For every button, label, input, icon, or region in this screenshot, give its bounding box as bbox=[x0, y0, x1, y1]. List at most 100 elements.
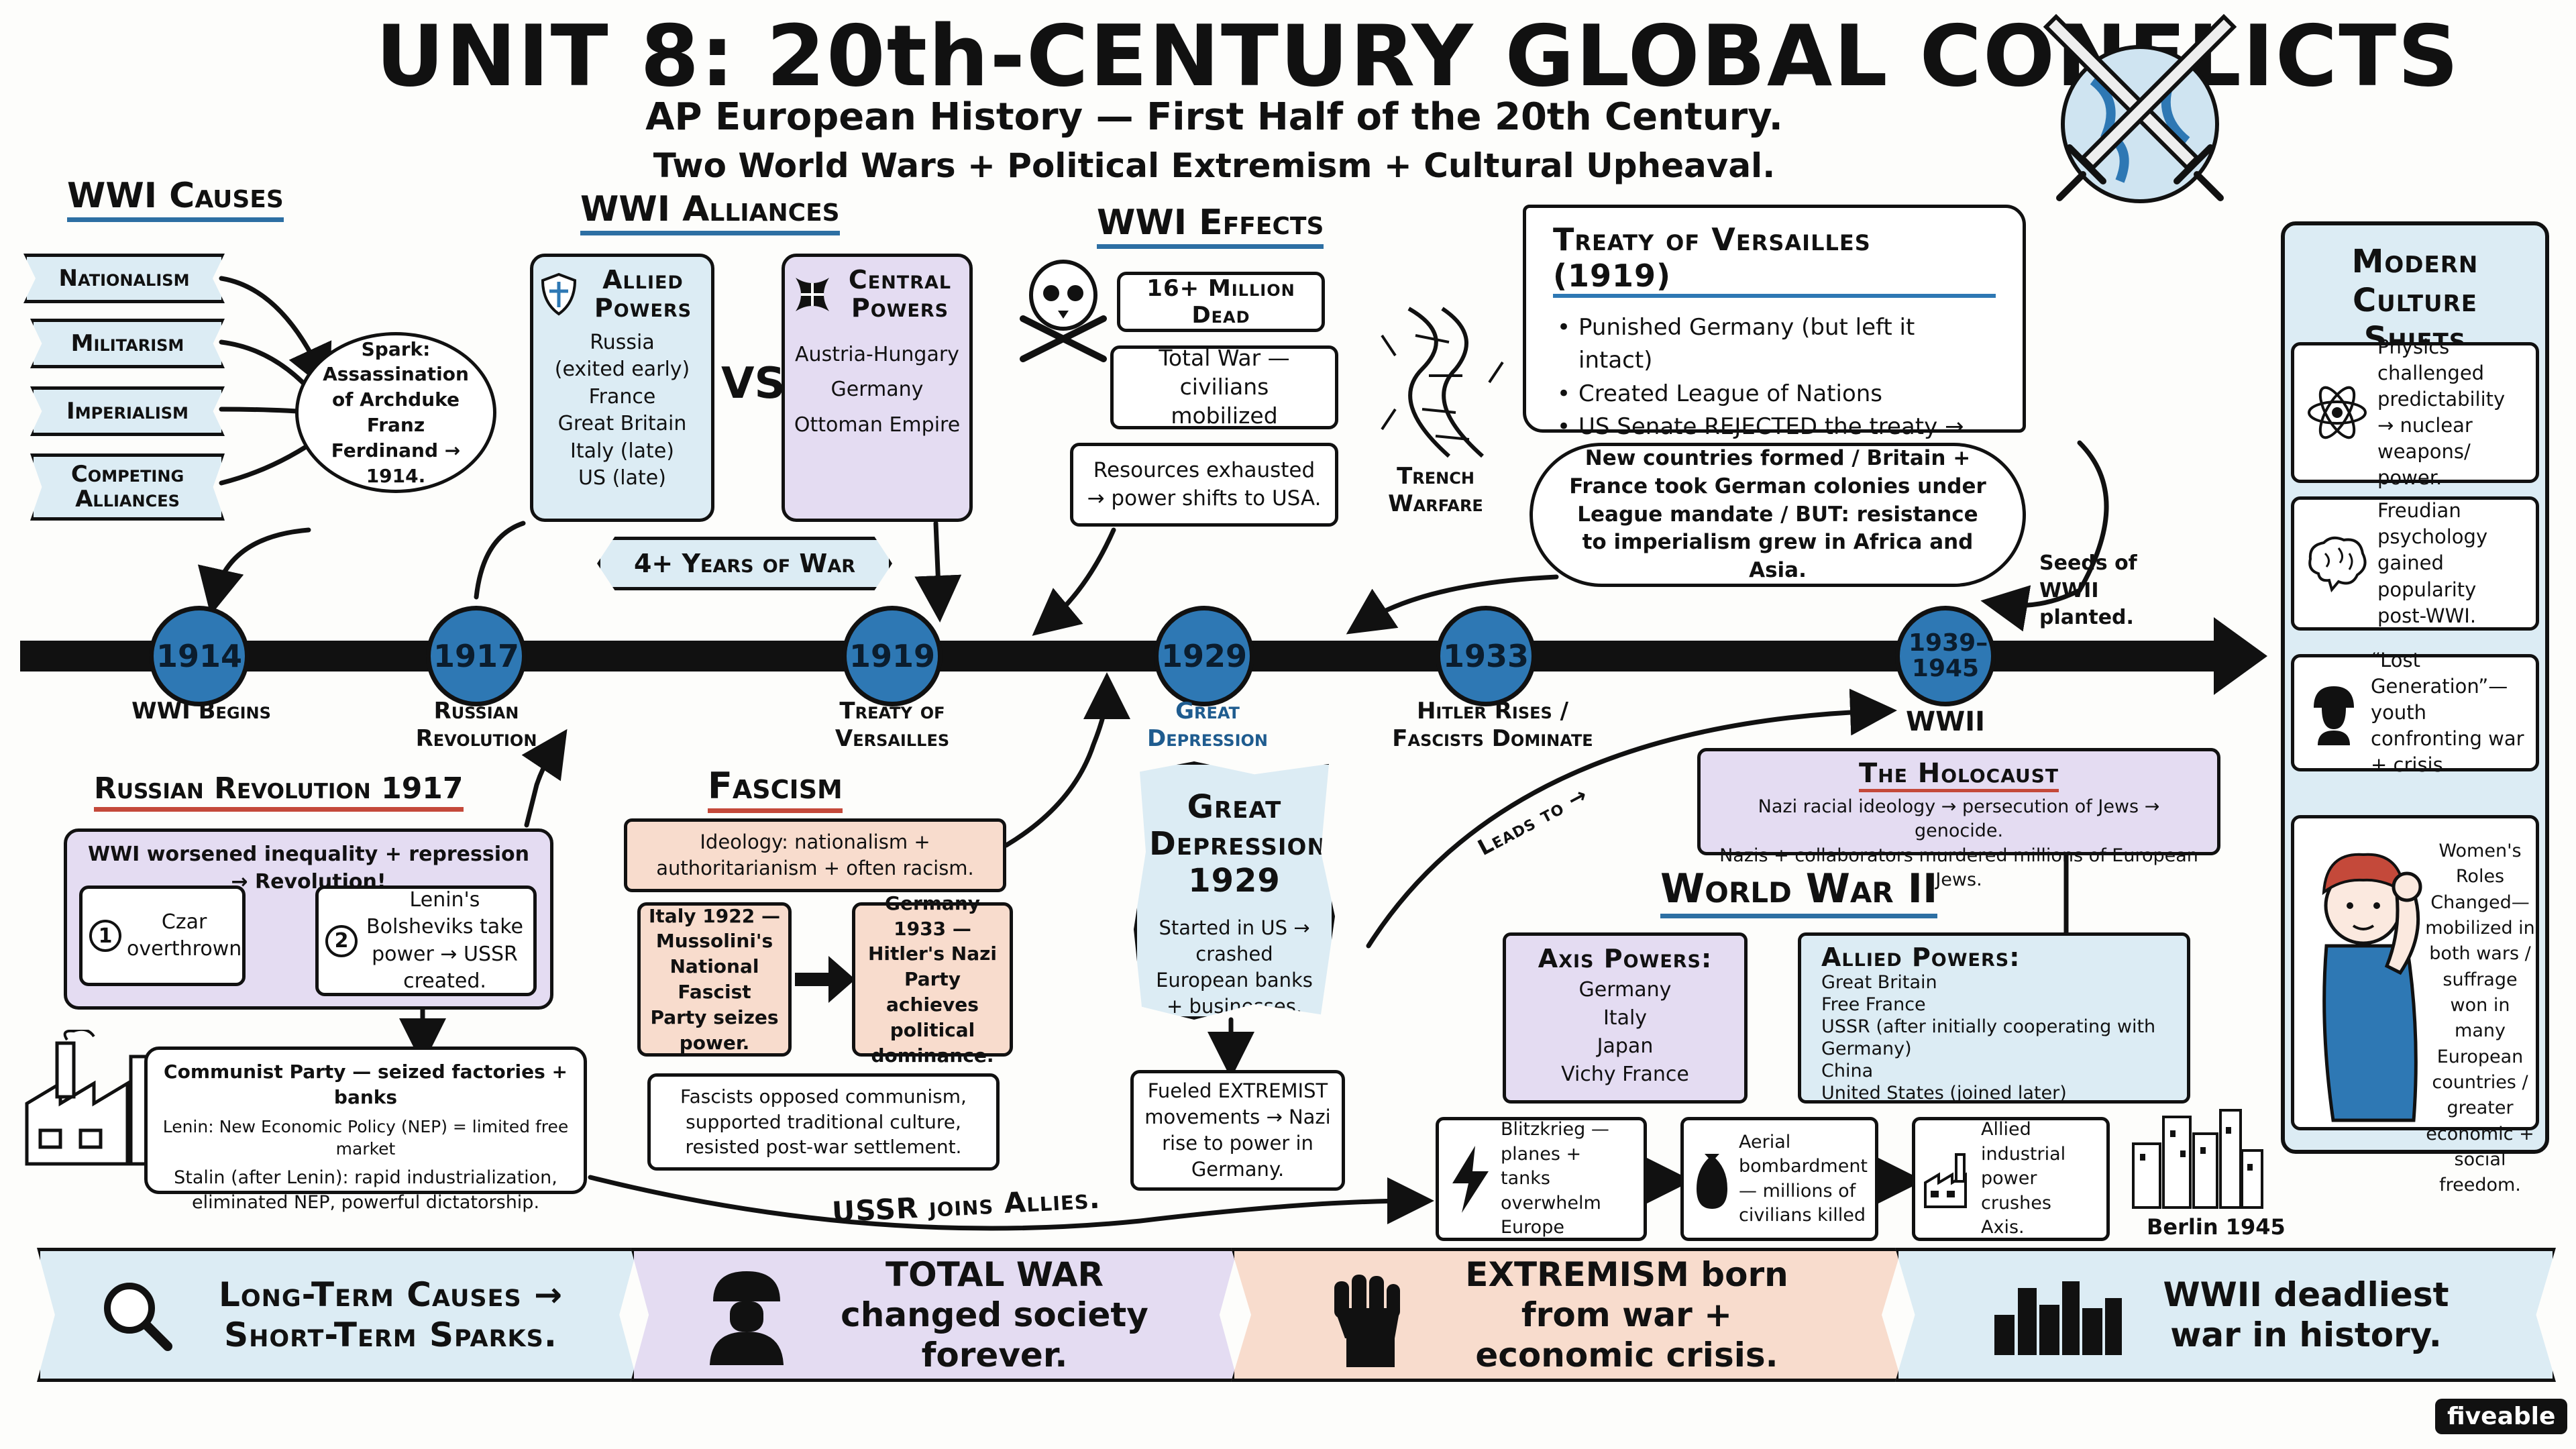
berlin-1945-label: Berlin 1945 bbox=[2147, 1214, 2286, 1240]
allied-powers-title: Allied Powers bbox=[594, 265, 692, 323]
allied-powers-wwii-box: Allied Powers: Great Britain Free France… bbox=[1798, 932, 2190, 1104]
step-1-number: 1 bbox=[89, 920, 121, 952]
versailles-bullet: Punished Germany (but left it intact) bbox=[1553, 311, 1996, 378]
allied-member: US (late) bbox=[578, 466, 666, 490]
culture-item-womens-roles: Women's Roles Changed— mobilized in both… bbox=[2291, 815, 2539, 1195]
subtitle-2: Two World Wars + Political Extremism + C… bbox=[653, 146, 1776, 185]
allied-powers-box: Allied Powers Russia (exited early) Fran… bbox=[530, 254, 714, 522]
effect-total-war-text: Total War — civilians mobilized bbox=[1159, 345, 1290, 429]
brain-icon bbox=[2304, 530, 2371, 597]
versailles-bullet: Created League of Nations bbox=[1553, 378, 1996, 411]
trench-warfare-label: Trench Warfare bbox=[1388, 463, 1483, 517]
timeline-label-1917: Russian Revolution bbox=[415, 698, 537, 752]
ruined-city-icon bbox=[2132, 1109, 2263, 1209]
holocaust-title: The Holocaust bbox=[1858, 758, 2059, 792]
versailles-cloud-text: New countries formed / Britain + France … bbox=[1569, 445, 1986, 583]
seeds-of-wwii-label: Seeds of WWII planted. bbox=[2039, 551, 2137, 629]
allied-member: Great Britain bbox=[557, 412, 687, 436]
fascism-germany-box: Germany 1933 — Hitler's Nazi Party achie… bbox=[852, 892, 1013, 1067]
fascism-title: Fascism bbox=[708, 765, 843, 813]
date-text: 1933 bbox=[1442, 637, 1529, 674]
banner-causes: Long-Term Causes → Short-Term Sparks. bbox=[37, 1248, 637, 1382]
years-of-war-tag: 4+ Years of War bbox=[597, 537, 892, 590]
fueled-extremism-box: Fueled EXTREMIST movements → Nazi rise t… bbox=[1130, 1070, 1345, 1191]
fascism-italy-box: Italy 1922 — Mussolini's National Fascis… bbox=[637, 902, 792, 1057]
ruined-skyline-icon bbox=[1991, 1271, 2125, 1358]
arrow-ussr-joins-allies bbox=[588, 1175, 1434, 1231]
stalin-text: Stalin (after Lenin): rapid industrializ… bbox=[174, 1167, 557, 1213]
versailles-scroll: Treaty of Versailles (1919) Punished Ger… bbox=[1523, 205, 2026, 473]
banner-total-war-text: TOTAL WAR changed society forever. bbox=[841, 1255, 1148, 1375]
step-2-number: 2 bbox=[325, 924, 358, 957]
banner-wwii-deadliest: WWII deadliest war in history. bbox=[1895, 1248, 2556, 1382]
industrial-power-box: Allied industrial power crushes Axis. bbox=[1912, 1117, 2110, 1241]
spark-text: Spark: Assassination of Archduke Franz F… bbox=[323, 337, 469, 487]
banner-total-war: TOTAL WAR changed society forever. bbox=[631, 1248, 1238, 1382]
arrow-cloud-to-1929 bbox=[1346, 574, 1559, 635]
arrow-leads-to-wwii bbox=[1366, 688, 1897, 949]
timeline-label-1933: Hitler Rises / Fascists Dominate bbox=[1392, 698, 1593, 752]
timeline-label-1914: WWI Begins bbox=[131, 698, 271, 724]
fascism-germany-text: Germany 1933 — Hitler's Nazi Party achie… bbox=[867, 892, 998, 1067]
timeline-date-1939-1945: 1939–1945 bbox=[1895, 606, 1996, 706]
fascism-opposed-text: Fascists opposed communism, supported tr… bbox=[680, 1085, 967, 1159]
wwi-effects-title: WWI Effects bbox=[1097, 203, 1324, 249]
subtitle-1: AP European History — First Half of the … bbox=[645, 95, 1783, 139]
bomb-icon bbox=[1690, 1146, 1733, 1213]
axis-member: Italy bbox=[1603, 1006, 1648, 1030]
arrow-alliances-to-1917 bbox=[474, 521, 526, 600]
lightning-icon bbox=[1447, 1142, 1494, 1216]
allied-powers-wwii-title: Allied Powers: bbox=[1821, 943, 2021, 972]
axis-member: Germany bbox=[1578, 978, 1672, 1002]
arrow-russian-to-1917 bbox=[521, 729, 568, 828]
magnifier-icon bbox=[96, 1275, 176, 1355]
fascism-ideology-box: Ideology: nationalism + authoritarianism… bbox=[624, 818, 1006, 892]
wwi-alliances-title: WWI Alliances bbox=[580, 189, 840, 235]
axis-member: Japan bbox=[1597, 1034, 1654, 1058]
fascism-opposed-box: Fascists opposed communism, supported tr… bbox=[647, 1073, 1000, 1171]
date-text: 1919 bbox=[849, 637, 936, 674]
timeline-label-1919: Treaty of Versailles bbox=[835, 698, 950, 752]
step-2-text: Lenin's Bolsheviks take power → USSR cre… bbox=[366, 888, 523, 994]
central-member: Ottoman Empire bbox=[794, 413, 961, 437]
arrow-italy-to-germany bbox=[795, 956, 855, 1003]
skull-crossbones-icon bbox=[1020, 260, 1107, 362]
axis-member: Vichy France bbox=[1561, 1063, 1689, 1086]
central-member: Austria-Hungary bbox=[795, 342, 959, 366]
timeline-date-1933: 1933 bbox=[1436, 606, 1536, 706]
revolution-step-1: 1 Czar overthrown bbox=[79, 885, 246, 986]
factory-small-icon bbox=[1922, 1146, 1976, 1213]
allied-member: Italy (late) bbox=[570, 439, 674, 463]
communist-party-text: Communist Party — seized factories + ban… bbox=[164, 1061, 568, 1108]
timeline-label-wwii: WWII bbox=[1905, 706, 1985, 737]
russian-revolution-title: Russian Revolution 1917 bbox=[94, 771, 464, 812]
blitzkrieg-box: Blitzkrieg — planes + tanks overwhelm Eu… bbox=[1436, 1117, 1647, 1241]
shield-icon bbox=[540, 271, 578, 318]
aerial-bombardment-box: Aerial bombardment — millions of civilia… bbox=[1680, 1117, 1878, 1241]
cause-imperialism: Imperialism bbox=[30, 386, 225, 436]
axis-powers-box: Axis Powers: Germany Italy Japan Vichy F… bbox=[1503, 932, 1748, 1104]
culture-freud-text: Freudian psychology gained popularity po… bbox=[2377, 499, 2488, 627]
spark-bubble: Spark: Assassination of Archduke Franz F… bbox=[295, 332, 496, 493]
great-depression-burst: Great Depression 1929 Started in US → cr… bbox=[1134, 761, 1335, 1020]
arrow-fascism-to-1929 bbox=[1004, 672, 1130, 848]
culture-physics-text: Physics challenged predictability → nucl… bbox=[2377, 335, 2506, 490]
wwi-causes-title: WWI Causes bbox=[67, 176, 284, 222]
effect-resources-text: Resources exhausted → power shifts to US… bbox=[1087, 458, 1322, 511]
industrial-power-text: Allied industrial power crushes Axis. bbox=[1981, 1119, 2066, 1238]
timeline-date-1914: 1914 bbox=[149, 606, 250, 706]
allied-wwii-member: Great Britain bbox=[1821, 972, 1937, 993]
soldier-icon bbox=[700, 1265, 794, 1365]
cause-militarism: Militarism bbox=[30, 319, 225, 368]
date-text: 1914 bbox=[156, 637, 243, 674]
fascism-ideology-text: Ideology: nationalism + authoritarianism… bbox=[656, 830, 974, 879]
date-text: 1917 bbox=[433, 637, 520, 674]
date-text: 1929 bbox=[1161, 637, 1248, 674]
timeline-bar bbox=[20, 641, 2234, 672]
rosie-riveter-icon bbox=[2322, 853, 2422, 1122]
allied-member: (exited early) bbox=[554, 358, 690, 382]
arrow-cause-1 bbox=[219, 276, 332, 393]
culture-womens-roles-text: Women's Roles Changed— mobilized in both… bbox=[2425, 841, 2535, 1196]
culture-item-physics: Physics challenged predictability → nucl… bbox=[2291, 335, 2539, 489]
aerial-bombardment-text: Aerial bombardment — millions of civilia… bbox=[1739, 1131, 1868, 1226]
